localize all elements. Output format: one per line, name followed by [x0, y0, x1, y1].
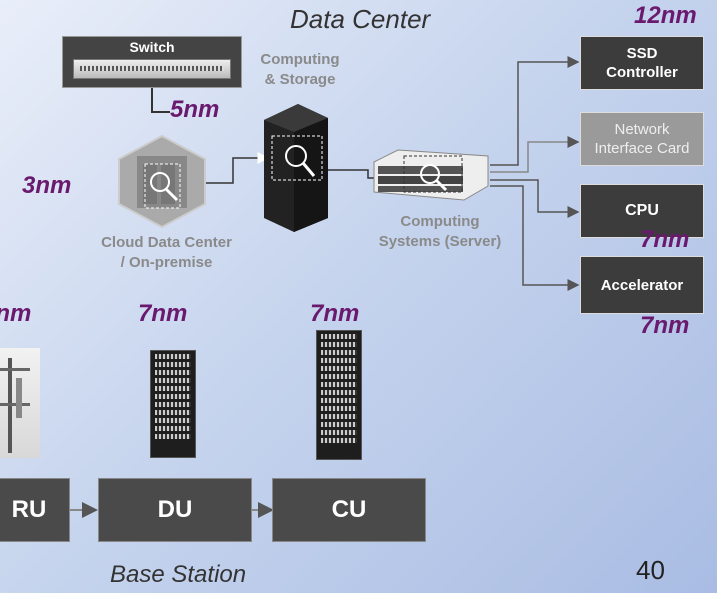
cloud-node-label: 3nm	[22, 172, 72, 199]
switch-connector	[151, 88, 170, 113]
server-to-nic-line	[490, 136, 580, 173]
cu-box: CU	[272, 478, 426, 542]
cloud-datacenter-label: Cloud Data Center / On-premise	[101, 234, 232, 271]
du-node-label: 7nm	[138, 300, 188, 327]
computing-storage-label: Computing & Storage	[260, 51, 340, 88]
cloud-datacenter-icon	[118, 134, 206, 229]
server-icon	[373, 149, 489, 201]
server-to-accel-line	[490, 185, 580, 291]
accelerator-box: Accelerator	[580, 256, 704, 314]
base-station-label: Base Station	[110, 561, 247, 588]
ru-tower-image	[0, 348, 40, 458]
page-number: 40	[636, 555, 665, 585]
du-rack-image	[150, 350, 196, 458]
server-to-cpu-line	[490, 179, 580, 218]
ssd-controller-box: SSD Controller	[580, 36, 704, 90]
cpu-node-label: 7nm	[640, 226, 690, 253]
switch-box: Switch	[62, 36, 242, 88]
accelerator-node-label: 7nm	[640, 312, 690, 339]
server-label: Computing Systems (Server)	[378, 213, 502, 250]
du-box: DU	[98, 478, 252, 542]
ssd-node-label: 12nm	[634, 2, 697, 29]
storage-rack-icon	[264, 104, 328, 232]
switch-node-label: 5nm	[170, 96, 220, 123]
ru-node-label: 7nm	[0, 300, 32, 327]
page-title: Data Center	[290, 4, 431, 34]
server-to-ssd-line	[490, 56, 580, 166]
switch-label: Switch	[129, 39, 175, 55]
nic-box: Network Interface Card	[580, 112, 704, 166]
cloud-to-storage-line	[205, 152, 270, 184]
switch-device-icon	[73, 59, 231, 79]
ru-box: RU	[0, 478, 70, 542]
cpu-box: CPU	[580, 184, 704, 238]
cu-node-label: 7nm	[310, 300, 360, 327]
cu-rack-image	[316, 330, 362, 460]
